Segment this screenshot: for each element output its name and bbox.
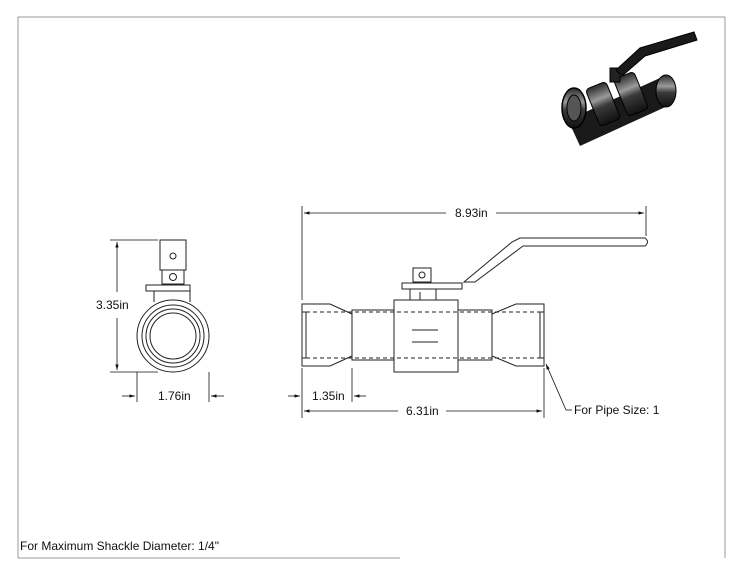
height-dimension-label: 3.35in (96, 298, 129, 312)
pipe-size-leader (545, 363, 572, 411)
overall-length-dimension (301, 206, 647, 300)
overall-length-label: 8.93in (455, 206, 488, 220)
width-dimension (122, 372, 224, 402)
width-dimension-label: 1.76in (158, 389, 191, 403)
shackle-diameter-note: For Maximum Shackle Diameter: 1/4" (20, 539, 219, 553)
end-view (136, 239, 210, 373)
isometric-valve-thumbnail (561, 31, 698, 146)
end-length-dimension (288, 368, 366, 418)
body-length-label: 6.31in (406, 404, 439, 418)
sheet-border (17, 16, 726, 559)
pipe-size-callout: For Pipe Size: 1 (574, 403, 660, 417)
body-length-dimension (304, 368, 545, 418)
height-dimension (110, 239, 158, 373)
front-view-valve (301, 237, 648, 373)
end-length-label: 1.35in (312, 389, 345, 403)
